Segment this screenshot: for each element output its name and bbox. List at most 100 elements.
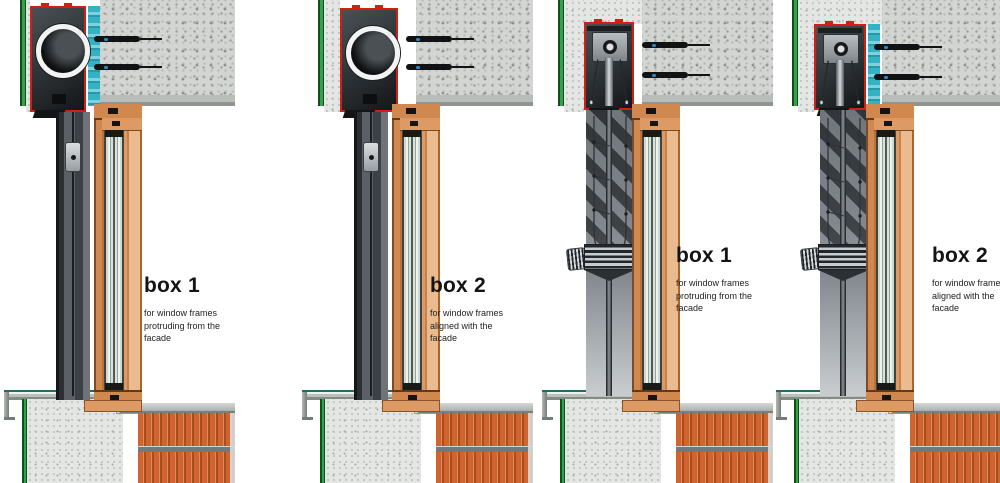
concrete-lintel <box>882 0 1000 106</box>
mortar-band <box>910 446 1000 452</box>
blind-roller <box>346 26 400 80</box>
motor-mount-plate <box>587 26 631 31</box>
concrete-lintel <box>100 0 235 106</box>
mortar-band <box>676 446 773 452</box>
blind-roller <box>36 24 90 78</box>
insulation-strip <box>88 6 100 106</box>
box-latch <box>362 94 377 104</box>
wall-anchor <box>874 44 942 50</box>
pleated-fabric-bundle <box>818 244 869 270</box>
sill-cap <box>892 403 1000 413</box>
motor-bracket <box>592 32 628 62</box>
motor-bracket <box>823 34 859 64</box>
window-frame-timber <box>84 104 142 412</box>
cable-tensioner <box>65 142 81 172</box>
mortar-band <box>436 446 533 452</box>
panel-title: box 2 <box>932 244 988 267</box>
glazing-unit <box>402 130 422 390</box>
facade-render-strip <box>560 399 565 483</box>
pleated-fabric-bundle <box>584 244 635 270</box>
plaster-wall <box>565 399 661 483</box>
roller-blind-box <box>584 19 634 116</box>
frame-sill-profile <box>84 400 142 412</box>
glazing-unit <box>642 130 662 390</box>
panel-description: for window frames aligned with the facad… <box>932 278 1000 314</box>
box-fixing-tab <box>41 3 50 7</box>
concrete-lintel <box>416 0 533 106</box>
box-fixing-tab <box>351 5 360 9</box>
bracket-legs <box>589 59 629 106</box>
panel-title: box 2 <box>430 274 486 297</box>
box-fixing-tab <box>614 19 623 23</box>
blind-cable <box>370 112 372 396</box>
panel-description: for window frames protruding from the fa… <box>144 308 221 344</box>
facade-render-strip <box>794 399 799 483</box>
plaster-layer <box>798 0 814 112</box>
frame-sill-profile <box>856 400 914 412</box>
facade-render-strip <box>22 399 27 483</box>
blind-fabric-strip <box>836 60 844 106</box>
facade-render-strip <box>558 0 564 106</box>
wall-anchor <box>94 36 162 42</box>
plaster-layer <box>564 0 642 24</box>
wall-anchor <box>94 64 162 70</box>
sill-drip-edge <box>776 392 787 420</box>
wall-anchor <box>406 36 474 42</box>
panel-title: box 1 <box>676 244 732 267</box>
sill-cap <box>120 403 235 413</box>
box-fixing-tab <box>594 19 603 23</box>
sill-drip-edge <box>4 392 15 420</box>
roller-blind-box <box>30 3 90 118</box>
facade-render-strip <box>792 0 798 106</box>
facade-render-strip <box>320 399 325 483</box>
plaster-layer <box>324 0 340 112</box>
motor-mount-plate <box>818 28 862 33</box>
plaster-layer <box>26 0 30 112</box>
brick-wall <box>910 413 1000 483</box>
brick-wall <box>436 413 533 483</box>
brick-wall <box>676 413 773 483</box>
plaster-wall <box>799 399 895 483</box>
bracket-legs <box>819 60 861 106</box>
mortar-band <box>138 446 235 452</box>
facade-render-strip <box>318 0 324 106</box>
wall-anchor <box>406 64 474 70</box>
roller-blind-box <box>340 5 400 118</box>
facade-render-strip <box>20 0 26 106</box>
box-fixing-tab <box>845 21 854 25</box>
wall-anchor <box>642 72 710 78</box>
bundle-holder <box>584 270 635 281</box>
wall-anchor <box>642 42 710 48</box>
panel-label: box 2 for window frames aligned with the… <box>932 244 1000 315</box>
panel-title: box 1 <box>144 274 200 297</box>
sill-drip-edge <box>542 392 553 420</box>
frame-sill-profile <box>622 400 680 412</box>
panel-box2-retracted: box 2 for window frames aligned with the… <box>302 0 533 483</box>
wall-anchor <box>874 74 942 80</box>
concrete-lintel <box>642 0 773 106</box>
panel-label: box 1 for window frames protruding from … <box>676 244 768 315</box>
sill-cap <box>418 403 533 413</box>
frame-sill-profile <box>382 400 440 412</box>
window-frame-timber <box>622 104 680 412</box>
bundle-holder <box>818 270 869 281</box>
panel-box2-extended: box 2 for window frames aligned with the… <box>776 0 1000 483</box>
sill-cap <box>658 403 773 413</box>
plaster-wall <box>325 399 421 483</box>
panel-box1-extended: box 1 for window frames protruding from … <box>542 0 773 483</box>
blind-cable <box>72 112 74 396</box>
window-frame-timber <box>856 104 914 412</box>
panel-box1-retracted: box 1 for window frames protruding from … <box>4 0 236 483</box>
glazing-unit <box>104 130 124 390</box>
cable-tensioner <box>363 142 379 172</box>
blind-fabric-strip <box>605 58 613 106</box>
box-fixing-tab <box>64 3 73 7</box>
plaster-layer <box>564 0 584 112</box>
box-latch <box>51 94 66 104</box>
brick-wall <box>138 413 235 483</box>
glazing-unit <box>876 130 896 390</box>
sill-drip-edge <box>302 392 313 420</box>
box-fixing-tab <box>824 21 833 25</box>
panel-label: box 1 for window frames protruding from … <box>144 274 236 345</box>
